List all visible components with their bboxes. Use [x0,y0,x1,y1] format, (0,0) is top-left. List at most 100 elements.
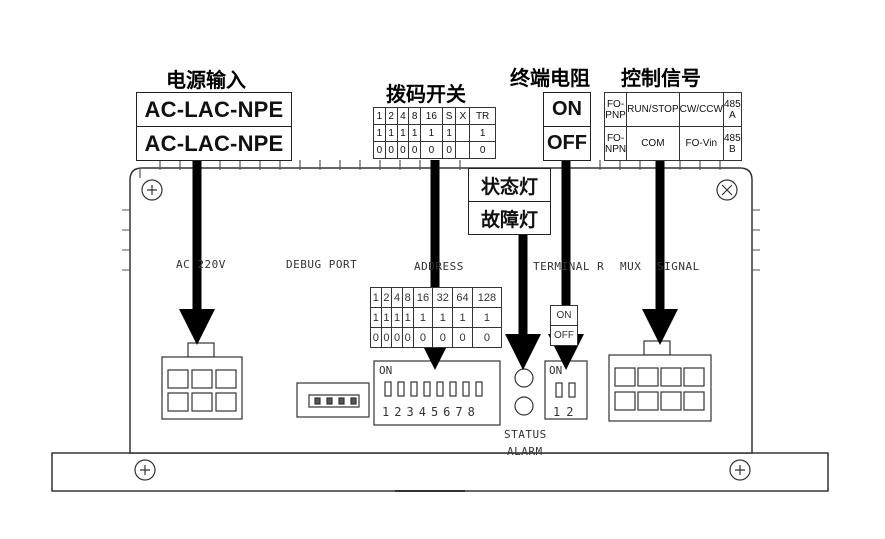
dip8-number: 7 [455,405,463,419]
power-row-1: AC-LAC-NPE [144,96,284,122]
alarm-led-label: ALARM [507,445,543,458]
dip-cell: 1 [441,124,457,142]
signal-cell: 485 B [722,126,742,161]
power-input-title: 电源输入 [166,68,246,92]
debug-port-label: DEBUG PORT [286,258,358,271]
power-row-2: AC-LAC-NPE [137,126,291,160]
address-cell: 4 [391,287,403,308]
signal-cell: FO-Vin [678,126,724,161]
address-cell: 1 [401,307,414,328]
dip8-number: 1 [382,405,390,419]
fault-lamp-label: 故障灯 [469,201,550,234]
side-fins [122,209,760,271]
signal-cell: RUN/STOP [626,92,680,127]
dip-cell [455,141,471,159]
dip-cell: 1 [420,124,443,142]
address-cell: 16 [412,287,434,308]
address-cell: 32 [432,287,454,308]
dip8-number: 8 [467,405,475,419]
dip-cell: 1 [373,124,386,142]
address-cell: 0 [412,327,434,348]
dip-cell: 0 [408,141,421,159]
address-cell: 2 [380,287,393,308]
address-cell: 1 [380,307,393,328]
status-led [514,368,534,388]
dip-cell: 0 [396,141,410,159]
address-cell: 1 [471,307,503,328]
address-cell: 0 [380,327,393,348]
dip-cell: 0 [441,141,457,159]
address-cell: 1 [370,307,382,328]
screw-icon [134,179,751,481]
terminal-dip-switch[interactable] [544,360,588,420]
dip-cell [455,124,471,142]
terminal-r-table: ON OFF [550,305,578,346]
termination-resistor-title: 终端电阻 [510,66,590,90]
address-cell: 1 [391,307,403,328]
dip-cell: 4 [396,107,410,125]
address-cell: 1 [432,307,454,328]
dip-cell: 0 [420,141,443,159]
dip8-numbers: 1 2 3 4 5 6 7 8 [382,405,475,419]
dip-cell: 1 [469,124,496,142]
terminal-state-box: ON OFF [543,92,591,161]
dip-cell: X [455,107,471,125]
dip2-numbers: 1 2 [553,405,573,419]
terminal-r-off: OFF [550,325,578,346]
address-cell: 0 [471,327,503,348]
dip2-number: 1 [553,405,561,419]
address-label: ADDRESS [414,260,464,273]
signal-cell: COM [626,126,680,161]
dip8-number: 6 [443,405,451,419]
address-cell: 64 [452,287,473,308]
signal-cell: CW/CCW [678,92,724,127]
terminal-label: TERMINAL R [533,260,605,273]
signal-cell: FO-NPN [603,126,628,161]
dip8-number: 3 [406,405,414,419]
dip-cell: 8 [408,107,421,125]
debug-port[interactable] [296,382,370,418]
signal-connector[interactable] [608,340,712,422]
callout-arrows [179,158,678,370]
dip8-number: 2 [394,405,402,419]
address-cell: 1 [412,307,434,328]
terminal-off: OFF [544,126,590,160]
address-cell: 128 [471,287,503,308]
control-signal-title: 控制信号 [621,66,701,90]
dip-cell: S [441,107,457,125]
dip-switch-title: 拨码开关 [386,82,466,106]
terminal-r-on: ON [550,305,578,326]
status-led-label: STATUS [504,428,547,441]
dip8-on-label: ON [379,364,393,377]
address-cell: 8 [401,287,414,308]
dip8-number: 5 [430,405,439,419]
mux-label: MUX [620,260,642,273]
dip-cell: 1 [408,124,421,142]
address-dip-switch[interactable] [373,360,501,426]
power-input-box: AC-LAC-NPE AC-LAC-NPE [136,92,292,161]
address-cell: 0 [370,327,382,348]
signal-cell: 485 A [722,92,742,127]
address-cell: 0 [401,327,414,348]
ac-port-label: AC 220V [176,258,226,271]
dip-cell: 0 [373,141,386,159]
lamp-callout-box: 状态灯 故障灯 [468,168,551,235]
dip-cell: 16 [420,107,443,125]
address-cell: 1 [452,307,473,328]
dip2-number: 2 [566,405,574,419]
signal-label: SIGNAL [657,260,700,273]
dip-cell: 0 [384,141,398,159]
dip-cell: 1 [373,107,386,125]
dip-cell: 1 [384,124,398,142]
signal-cell: FO-PNP [603,92,628,127]
alarm-led [514,396,534,416]
ac-power-connector[interactable] [161,342,243,420]
address-cell: 0 [391,327,403,348]
dip8-number: 4 [418,405,426,419]
dip-cell: 1 [396,124,410,142]
status-lamp-label: 状态灯 [480,175,538,198]
address-cell: 0 [432,327,454,348]
